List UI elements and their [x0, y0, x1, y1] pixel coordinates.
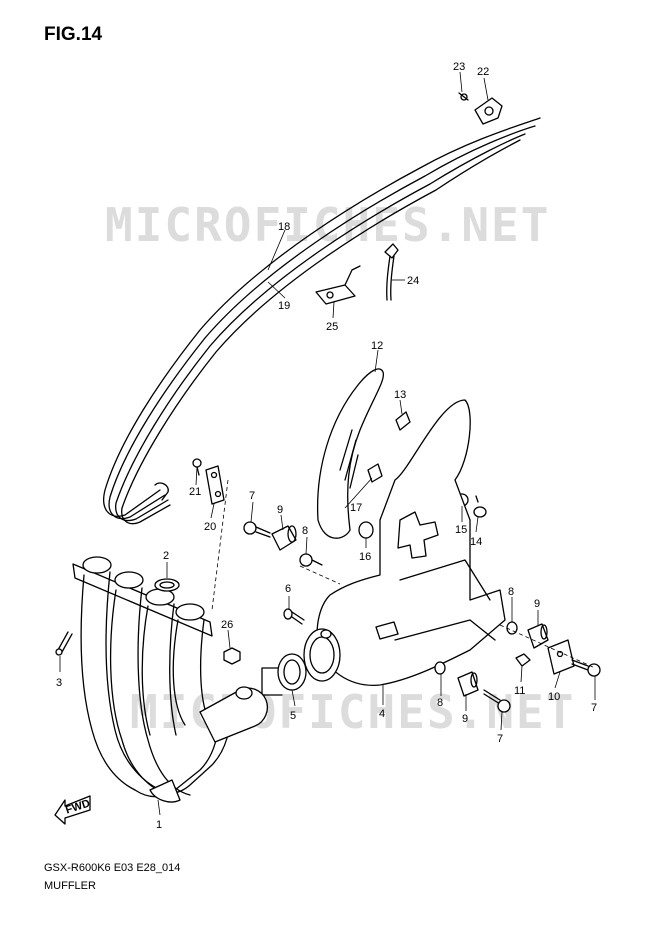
damper-part-9-lower [457, 671, 479, 697]
assembly-line [211, 479, 229, 611]
bolt-part-6 [283, 608, 305, 625]
clip-part-13 [395, 411, 411, 431]
callout-18: 18 [278, 221, 290, 233]
collar-part-8-lower [434, 661, 446, 675]
collar-part-8-upper [299, 553, 323, 567]
callout-12: 12 [371, 340, 383, 352]
callout-16: 16 [359, 551, 371, 563]
bolt-part-7-right [571, 659, 601, 677]
callout-9-right: 9 [534, 598, 540, 610]
stud-part-3 [55, 631, 73, 656]
callout-numbers: 1 2 3 4 5 6 7 7 7 8 8 8 9 9 9 10 11 12 1… [56, 61, 597, 831]
cable-bracket-part-22 [474, 97, 503, 125]
callout-25: 25 [326, 321, 338, 333]
model-code: GSX-R600K6 E03 E28_014 [44, 862, 181, 874]
callout-13: 13 [394, 389, 406, 401]
callout-2: 2 [163, 550, 169, 562]
callout-23: 23 [453, 61, 465, 73]
callout-22: 22 [477, 66, 489, 78]
callout-15: 15 [455, 524, 467, 536]
figure-caption: MUFFLER [44, 880, 96, 892]
forward-arrow-icon: FWD [54, 795, 92, 825]
damper-part-9-upper [271, 525, 297, 551]
callout-24: 24 [407, 275, 419, 287]
bolt-part-11 [515, 653, 531, 667]
callout-10: 10 [548, 691, 560, 703]
callout-6: 6 [285, 583, 291, 595]
bracket-part-10 [547, 639, 575, 675]
callout-1: 1 [156, 819, 162, 831]
callout-9-lower: 9 [462, 713, 468, 725]
nut-part-26 [223, 647, 241, 665]
assembly-line [499, 624, 596, 669]
leader-lines [59, 71, 596, 816]
callout-8-upper: 8 [302, 525, 308, 537]
bolt-part-14 [473, 495, 487, 518]
callout-21: 21 [189, 486, 201, 498]
screw-part-23 [458, 92, 469, 101]
callout-7-upper: 7 [249, 490, 255, 502]
throttle-cables-parts-18-19 [103, 117, 541, 525]
callout-3: 3 [56, 677, 62, 689]
grommet-part-16 [358, 521, 374, 539]
exhaust-headers-part-1 [72, 556, 269, 803]
callout-8-right: 8 [508, 586, 514, 598]
gasket-part-5 [261, 653, 307, 696]
callout-17: 17 [350, 502, 362, 514]
callout-11: 11 [514, 685, 525, 697]
callout-7-right: 7 [591, 702, 597, 714]
callout-7-lower: 7 [497, 733, 503, 745]
callout-26: 26 [221, 619, 233, 631]
muffler-part-4 [303, 399, 506, 686]
assembly-line [299, 565, 341, 585]
figure-title: FIG.14 [44, 24, 103, 45]
callout-5: 5 [290, 710, 296, 722]
callout-4: 4 [379, 708, 385, 720]
bolt-part-7-lower [483, 689, 511, 713]
heat-shield-part-12 [316, 368, 385, 539]
callout-20: 20 [204, 521, 216, 533]
bracket-part-25 [315, 265, 361, 305]
clip-part-17 [367, 463, 383, 483]
bracket-part-20 [205, 465, 225, 505]
callout-14: 14 [470, 536, 482, 548]
callout-19: 19 [278, 300, 290, 312]
callout-9-upper: 9 [277, 504, 283, 516]
damper-part-9-right [527, 623, 549, 649]
bolt-part-7-upper [243, 521, 271, 538]
callout-8-lower: 8 [437, 697, 443, 709]
cable-tie-part-24 [384, 243, 399, 301]
watermark-top: MICROFICHES.NET [105, 198, 551, 252]
gasket-part-2 [154, 578, 180, 592]
